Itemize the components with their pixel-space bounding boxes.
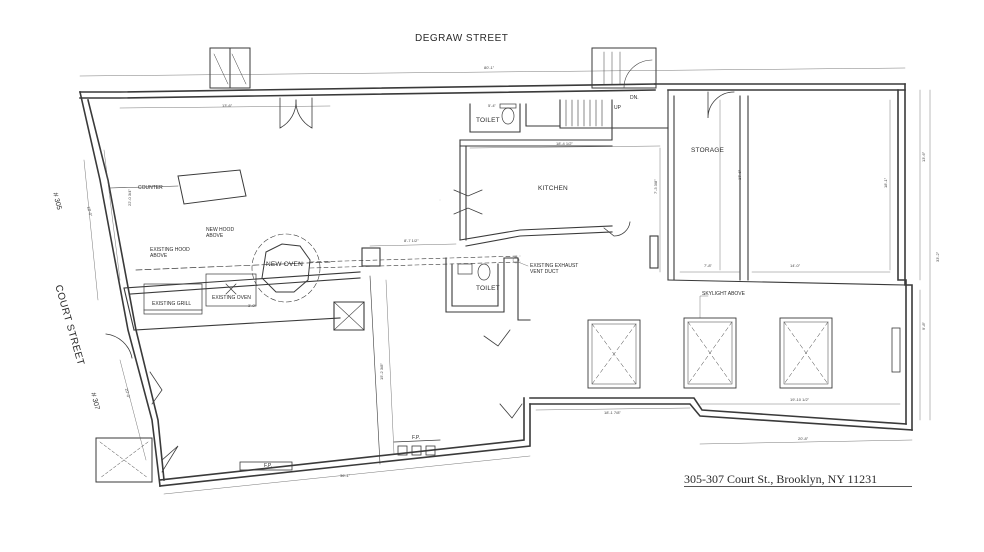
counter-label: COUNTER	[138, 185, 163, 191]
doors	[105, 91, 735, 473]
dim-top-overall: 80'-1"	[484, 65, 495, 70]
toilet-fixtures	[457, 103, 517, 281]
address-underline	[684, 486, 912, 487]
existing-equipment	[135, 261, 331, 315]
skylights	[587, 317, 833, 389]
dim-south-center: 18'-1 7/8"	[604, 410, 621, 415]
toilet-upper-label: TOILET	[476, 117, 500, 124]
stair-up-note: UP	[614, 105, 621, 111]
dim-south-right: 19'-10 1/2"	[790, 397, 810, 402]
dim-toilet-small: 5'-4"	[488, 103, 496, 108]
skylight-note: SKYLIGHT ABOVE	[702, 291, 745, 297]
fireplace-center-note: F.P.	[412, 435, 420, 441]
east-fireplace	[891, 327, 901, 373]
kitchen-label: KITCHEN	[538, 185, 568, 192]
fireplace-south-note: F.P.	[264, 463, 272, 469]
dim-right-side-lower: 9'-8"	[921, 322, 926, 330]
dim-storage-bottom-left: 7'-8"	[704, 263, 712, 268]
existing-grill-note: EXISTING GRILL	[152, 301, 192, 307]
new-hood-note: NEW HOOD ABOVE	[206, 227, 235, 239]
dim-left-upper: 22'-0 3/4"	[127, 189, 132, 206]
existing-oven-note: EXISTING OVEN	[212, 295, 251, 301]
stair-down-note: DN.	[630, 95, 639, 101]
exhaust-duct	[309, 255, 521, 269]
dim-bottom-overall: 36'-1"	[340, 473, 351, 478]
dim-storage-depth: 17'-6"	[737, 169, 742, 180]
dim-north-wall: 13'-6"	[222, 103, 233, 108]
fireplace	[239, 439, 441, 471]
dim-south-far-right: 20'-8"	[798, 436, 809, 441]
dim-kitchen-left: 8'-7 1/2"	[404, 238, 419, 243]
dimension-lines	[79, 67, 931, 495]
counter-fixture	[109, 169, 247, 205]
new-oven-label: NEW OVEN	[266, 261, 303, 268]
degraw-street-label: DEGRAW STREET	[415, 33, 509, 44]
dim-right-side-top: 13'-6"	[921, 151, 926, 162]
dim-storage-bottom-right: 14'-0"	[790, 263, 801, 268]
interior-walls	[123, 89, 906, 465]
dim-right-side-overall: 33'-2"	[935, 251, 940, 262]
storage-label: STORAGE	[691, 147, 725, 154]
existing-hood-note: EXISTING HOOD ABOVE	[150, 247, 190, 259]
dim-center-depth: 15'-2 3/8"	[379, 363, 384, 380]
exterior-walls	[79, 83, 913, 487]
dim-vertical-small: 7'-3 3/8"	[653, 179, 658, 194]
address-caption: 305-307 Court St., Brooklyn, NY 11231	[684, 472, 878, 486]
dim-hood: 3'-0"	[248, 303, 256, 308]
toilet-lower-label: TOILET	[476, 285, 500, 292]
exhaust-vent-note: EXISTING EXHAUST VENT DUCT	[530, 263, 579, 275]
dim-right-room-depth: 18'-1"	[883, 177, 888, 188]
dim-kitchen-width: 18'-4 1/2"	[556, 141, 573, 146]
bulkheads	[95, 47, 657, 483]
interior-stair	[565, 99, 603, 127]
